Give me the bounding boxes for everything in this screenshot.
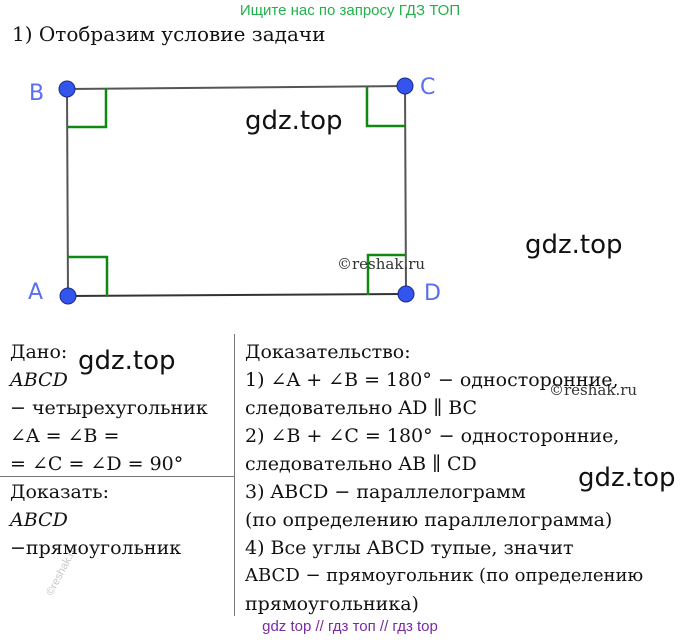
point-b — [58, 80, 76, 98]
right-angle-markers — [67, 87, 406, 296]
side-ad — [67, 293, 407, 297]
label-b: B — [29, 81, 44, 106]
given-title: Дано: — [10, 341, 68, 363]
watermark-gdz-4: gdz.top — [578, 463, 676, 493]
watermark-reshak-2: ©reshak.ru — [549, 381, 638, 399]
proof-line-3: 2) ∠B + ∠C = 180° − односторонние, — [245, 425, 620, 447]
watermark-gdz-3: gdz.top — [78, 346, 176, 376]
proof-line-9: прямоугольника) — [245, 593, 419, 615]
side-ab — [66, 88, 69, 297]
proof-line-5: 3) ABCD − параллелограмм — [245, 481, 526, 503]
watermark-gdz-1: gdz.top — [245, 106, 343, 136]
point-d — [397, 285, 415, 303]
proof-line-2: следовательно AD ∥ BC — [245, 397, 478, 419]
given-shape: ABCD — [10, 369, 68, 391]
given-eq-1: ∠A = ∠B = — [10, 425, 120, 447]
side-bc — [66, 85, 406, 90]
label-d: D — [424, 281, 441, 306]
watermark-gdz-2: gdz.top — [525, 230, 623, 260]
side-cd — [404, 85, 407, 295]
label-a: A — [28, 280, 43, 305]
prove-shape: ABCD — [10, 509, 68, 531]
point-c — [396, 77, 414, 95]
right-angle-d — [366, 253, 406, 295]
proof-line-6: (по определению параллелограмма) — [245, 509, 613, 531]
point-a — [59, 287, 77, 305]
given-desc: − четырехугольник — [10, 397, 208, 419]
right-angle-b — [67, 88, 108, 129]
bottom-banner: gdz top // гдз топ // гдз top — [262, 618, 438, 635]
proof-line-1: 1) ∠A + ∠B = 180° − односторонние, — [245, 369, 619, 391]
right-angle-a — [68, 255, 109, 296]
proof-line-7: 4) Все углы ABCD тупые, значит — [245, 537, 574, 559]
column-divider — [234, 334, 235, 616]
rectangle-figure: B C A D — [28, 75, 441, 306]
right-angle-c — [365, 87, 405, 128]
row-divider — [0, 476, 234, 477]
watermark-reshak-1: ©reshak.ru — [337, 255, 426, 273]
prove-title: Доказать: — [10, 481, 110, 503]
top-banner: Ищите нас по запросу ГДЗ ТОП — [239, 2, 461, 19]
proof-line-4: следовательно AB ∥ CD — [245, 453, 477, 475]
prove-desc: −прямоугольник — [10, 537, 182, 559]
proof-line-8: ABCD − прямоугольник (по определению — [245, 565, 644, 586]
section-heading: 1) Отобразим условие задачи — [12, 22, 326, 46]
given-eq-2: = ∠C = ∠D = 90° — [10, 453, 184, 475]
label-c: C — [420, 75, 435, 100]
proof-title: Доказательство: — [245, 341, 411, 363]
